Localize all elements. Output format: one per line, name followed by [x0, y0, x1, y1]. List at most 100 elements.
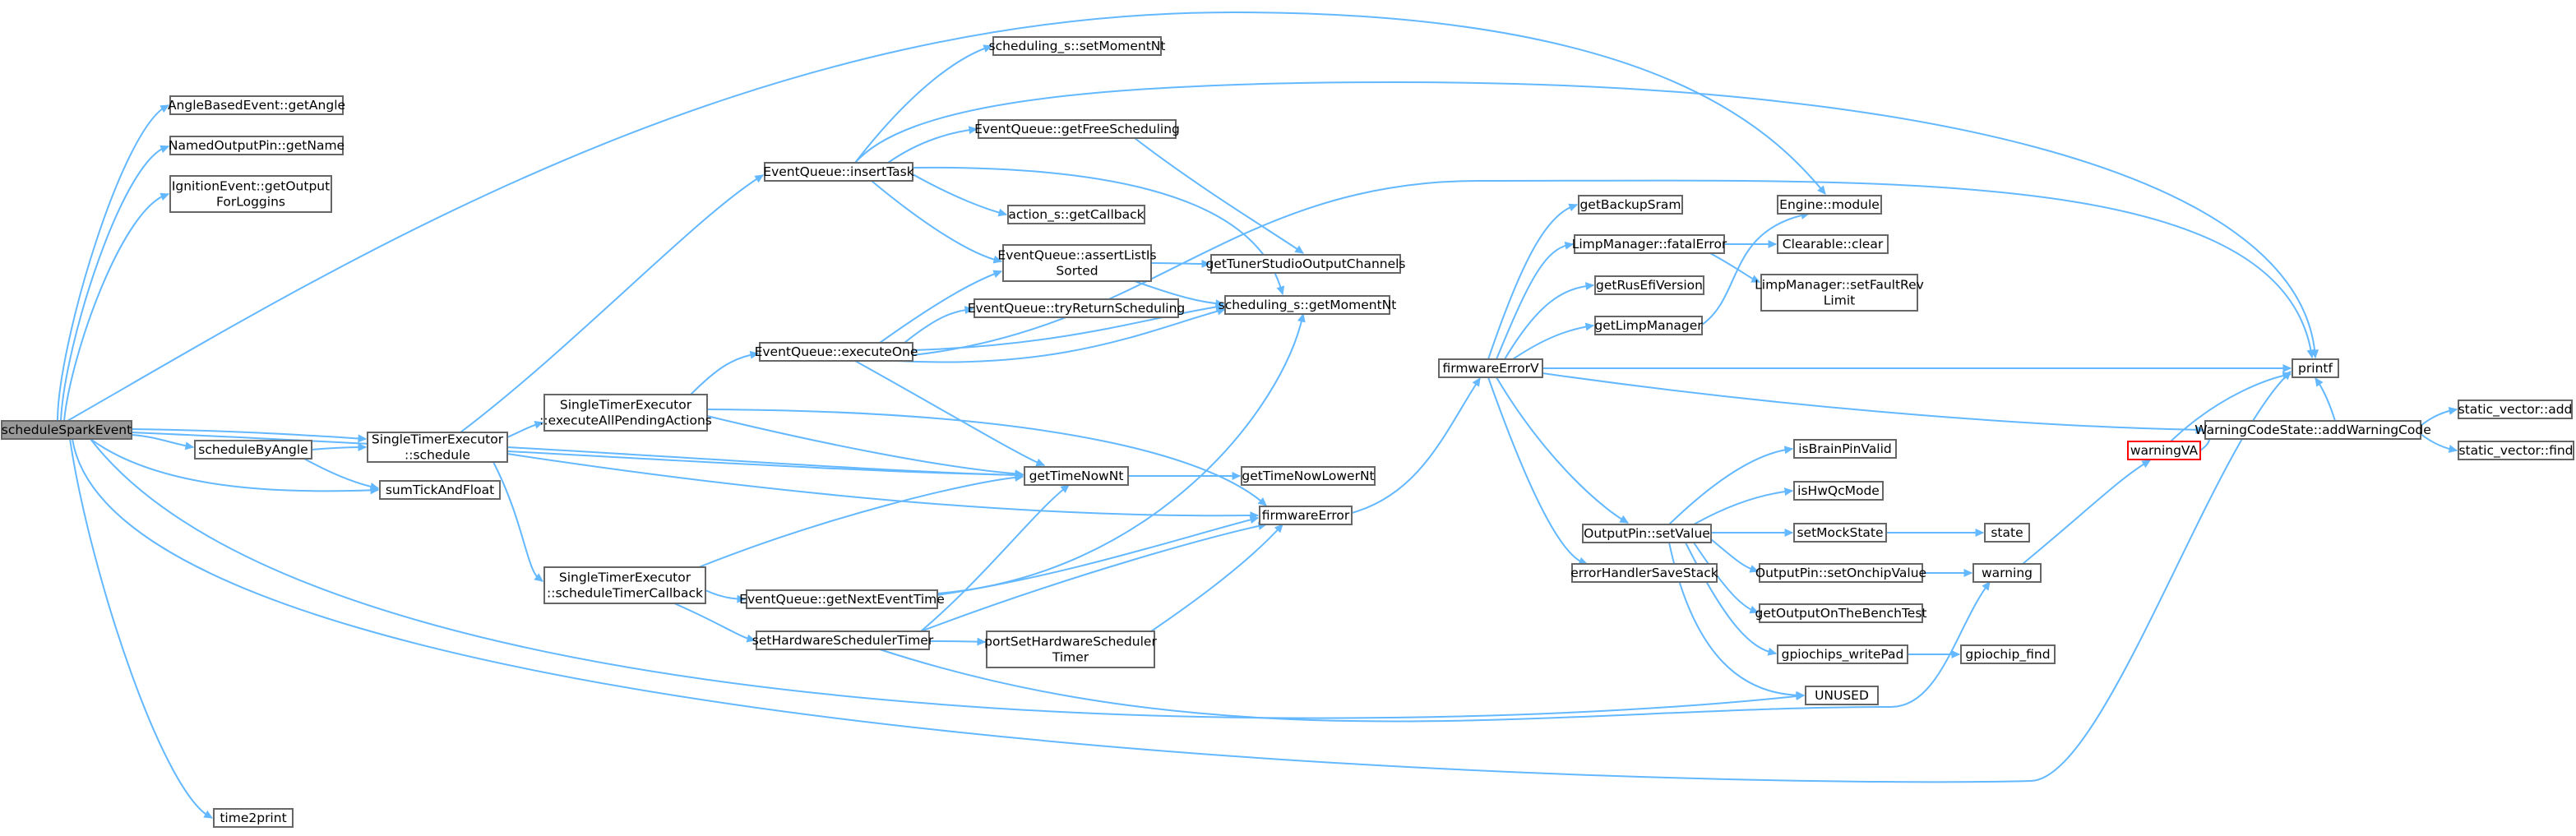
node-sched_getMomentNt[interactable]: scheduling_s::getMomentNt: [1219, 295, 1397, 315]
edge-scheduleByAngle-to-STE_schedule: [311, 443, 368, 452]
node-OP_setOnchipValue[interactable]: OutputPin::setOnchipValue: [1755, 563, 1926, 583]
node-getName[interactable]: NamedOutputPin::getName: [169, 136, 345, 155]
edge-line: [1487, 204, 1578, 360]
node-box: [194, 440, 312, 460]
node-errorHandlerSaveStack[interactable]: errorHandlerSaveStack: [1570, 563, 1718, 583]
edge-line: [1693, 490, 1793, 525]
edge-line: [1668, 542, 1805, 696]
node-label: Sorted: [1056, 264, 1098, 279]
node-STE_scheduleTimerCallback[interactable]: SingleTimerExecutor::scheduleTimerCallba…: [543, 566, 706, 604]
node-getBackupSram[interactable]: getBackupSram: [1578, 195, 1683, 215]
node-sched_setMomentNt[interactable]: scheduling_s::setMomentNt: [989, 36, 1166, 56]
node-label: LimpManager::setFaultRev: [1755, 278, 1924, 293]
node-box: [1759, 603, 1923, 623]
node-box: [1793, 481, 1884, 501]
node-isBrainPinValid[interactable]: isBrainPinValid: [1793, 439, 1897, 459]
node-label: getTimeNowLowerNt: [1242, 469, 1374, 483]
node-box: [978, 119, 1177, 139]
node-warning[interactable]: warning: [1972, 563, 2042, 583]
node-STE_schedule[interactable]: SingleTimerExecutor::schedule: [367, 432, 508, 463]
node-time2print[interactable]: time2print: [213, 808, 294, 828]
node-sv_find[interactable]: static_vector::find: [2458, 441, 2574, 460]
node-action_getCallback[interactable]: action_s::getCallback: [1007, 205, 1145, 224]
node-EQ_executeOne[interactable]: EventQueue::executeOne: [755, 342, 918, 362]
edge-line: [879, 270, 1002, 344]
edge-line: [690, 353, 759, 395]
node-label: Engine::module: [1779, 197, 1880, 212]
node-printf[interactable]: printf: [2292, 358, 2339, 378]
node-setMockState[interactable]: setMockState: [1793, 523, 1887, 543]
node-isHwQcMode[interactable]: isHwQcMode: [1793, 481, 1884, 501]
node-label: isHwQcMode: [1797, 483, 1880, 498]
node-getOutputOnTheBenchTest[interactable]: getOutputOnTheBenchTest: [1755, 603, 1927, 623]
node-label: gpiochips_writePad: [1782, 647, 1904, 663]
node-getRusEfiVersion[interactable]: getRusEfiVersion: [1594, 275, 1704, 295]
node-label: EventQueue::getNextEventTime: [739, 592, 945, 607]
node-box: [1210, 254, 1401, 274]
edge-line: [854, 45, 992, 164]
edge-OP_setValue-to-isHwQcMode: [1693, 487, 1794, 525]
node-label: getTunerStudioOutputChannels: [1205, 256, 1405, 271]
node-label: EventQueue::getFreeScheduling: [974, 122, 1180, 136]
node-EQ_insertTask[interactable]: EventQueue::insertTask: [763, 162, 914, 182]
node-sv_add[interactable]: static_vector::add: [2458, 400, 2573, 419]
node-getTimeNowLowerNt[interactable]: getTimeNowLowerNt: [1241, 466, 1376, 486]
node-Engine_module[interactable]: Engine::module: [1777, 195, 1882, 215]
node-box: [543, 566, 706, 604]
node-sumTickAndFloat[interactable]: sumTickAndFloat: [379, 480, 501, 500]
node-label: portSetHardwareScheduler: [984, 635, 1157, 649]
node-firmwareError[interactable]: firmwareError: [1259, 506, 1353, 525]
node-EQ_tryReturnScheduling[interactable]: EventQueue::tryReturnScheduling: [968, 298, 1185, 318]
node-gpiochip_find[interactable]: gpiochip_find: [1960, 644, 2056, 664]
node-label: scheduleSparkEvent: [2, 423, 132, 437]
edge-line: [895, 308, 1226, 363]
edge-arrowhead: [358, 443, 368, 452]
node-box: [1024, 466, 1129, 486]
node-Clearable_clear[interactable]: Clearable::clear: [1777, 234, 1889, 254]
node-OP_setValue[interactable]: OutputPin::setValue: [1582, 524, 1712, 543]
node-state[interactable]: state: [1984, 523, 2030, 543]
node-gpiochips_writePad[interactable]: gpiochips_writePad: [1777, 644, 1908, 664]
edge-EQ_assertListIsSorted-to-getTunerStudioOutputChannels: [1150, 259, 1211, 268]
edge-line: [311, 446, 367, 450]
node-getTimeNowNt[interactable]: getTimeNowNt: [1024, 466, 1129, 486]
node-scheduleByAngle[interactable]: scheduleByAngle: [194, 440, 312, 460]
edge-line: [673, 603, 756, 641]
edge-line: [460, 174, 764, 433]
node-EQ_getNextEventTime[interactable]: EventQueue::getNextEventTime: [739, 589, 945, 609]
node-box: [1571, 563, 1718, 583]
node-firmwareErrorV[interactable]: firmwareErrorV: [1438, 358, 1543, 378]
edge-line: [63, 193, 169, 422]
node-WCS_addWarningCode[interactable]: WarningCodeState::addWarningCode: [2194, 420, 2431, 440]
node-label: IgnitionEvent::getOutput: [172, 179, 330, 194]
edge-line: [1709, 252, 1760, 283]
edge-line: [871, 180, 1002, 262]
edge-OP_setOnchipValue-to-warning: [1922, 569, 1973, 577]
edge-arrowhead: [2282, 372, 2292, 380]
edge-line: [706, 409, 1267, 506]
node-scheduleSparkEvent[interactable]: scheduleSparkEvent: [1, 420, 132, 440]
node-setHardwareSchedulerTimer[interactable]: setHardwareSchedulerTimer: [752, 630, 934, 650]
node-STE_executeAll[interactable]: SingleTimerExecutor::executeAllPendingAc…: [539, 394, 712, 432]
node-label: EventQueue::tryReturnScheduling: [968, 301, 1185, 316]
node-getLimpManager[interactable]: getLimpManager: [1594, 316, 1703, 335]
node-label: getOutputOnTheBenchTest: [1755, 606, 1926, 621]
node-box: [1582, 524, 1712, 543]
node-label: OutputPin::setValue: [1584, 526, 1710, 541]
node-getTunerStudioOutputChannels[interactable]: getTunerStudioOutputChannels: [1205, 254, 1406, 274]
node-getAngle[interactable]: AngleBasedEvent::getAngle: [168, 95, 345, 115]
node-EQ_getFreeScheduling[interactable]: EventQueue::getFreeScheduling: [974, 119, 1180, 139]
node-LM_fatalError[interactable]: LimpManager::fatalError: [1572, 234, 1727, 254]
edge-line: [1134, 137, 1304, 254]
edge-line: [706, 415, 1024, 475]
edge-line: [2022, 460, 2151, 565]
node-UNUSED[interactable]: UNUSED: [1805, 686, 1879, 705]
node-box: [992, 36, 1162, 56]
node-box: [759, 342, 913, 362]
node-warningVA[interactable]: warningVA: [2127, 441, 2201, 460]
edge-arrowhead: [968, 126, 978, 135]
